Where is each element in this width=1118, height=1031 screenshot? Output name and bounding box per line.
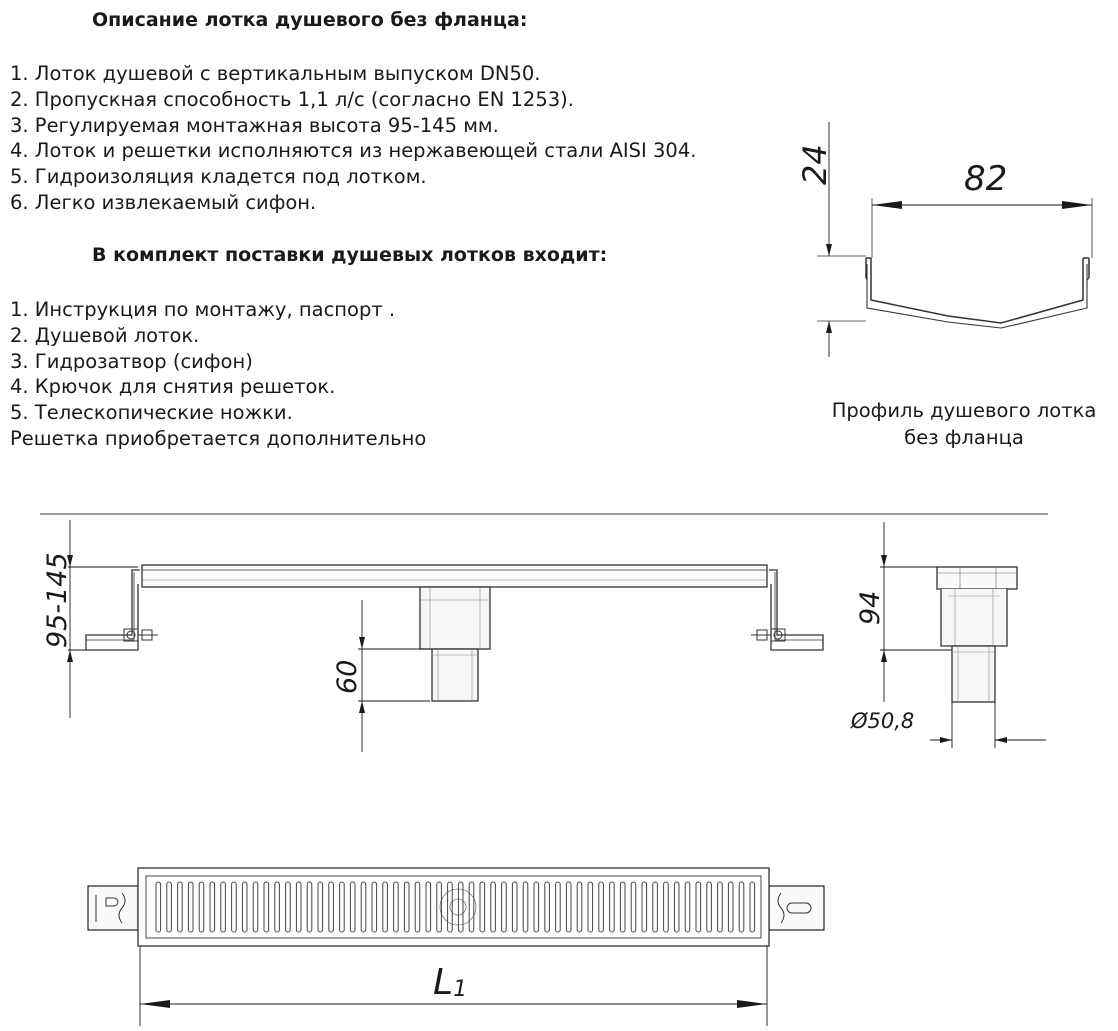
grate-slot	[501, 881, 507, 933]
top-length-label: L1	[433, 962, 467, 1003]
profile-view	[817, 198, 1093, 329]
grate-slot	[522, 881, 529, 933]
grate-slot	[425, 881, 432, 933]
grate-slot	[641, 881, 648, 933]
side-view	[85, 564, 824, 702]
grate-slot	[349, 881, 356, 933]
grate-slot	[673, 881, 680, 933]
list-item: 1. Инструкция по монтажу, паспорт .	[10, 298, 396, 321]
grate-slot	[371, 881, 378, 933]
grate-slot	[468, 881, 475, 933]
grate-slot	[695, 881, 702, 933]
grate-slot	[317, 881, 324, 933]
grate-slot	[727, 881, 734, 933]
grate-slot	[533, 881, 540, 933]
list-item: 3. Гидрозатвор (сифон)	[10, 349, 253, 373]
grate-slot	[619, 881, 626, 933]
side-dimension-outlet	[358, 600, 430, 752]
grate-slot	[414, 881, 421, 933]
grate-slot	[274, 881, 280, 933]
grate-slot	[663, 881, 669, 933]
grate-slot	[220, 881, 226, 933]
grate-slot	[587, 881, 594, 933]
grate-slot	[511, 881, 518, 933]
profile-height-label: 24	[796, 144, 834, 185]
end-dimension-height	[880, 522, 952, 702]
grate-slots	[155, 881, 756, 933]
profile-caption: Профиль душевого лотка без фланца	[814, 397, 1114, 451]
profile-width-label: 82	[964, 159, 1007, 199]
grate-slot	[187, 881, 194, 933]
grate-slot	[263, 881, 270, 933]
grate-slot	[565, 881, 572, 933]
list-item: 6. Легко извлекаемый сифон.	[10, 190, 317, 214]
top-length-label-main: L	[433, 962, 453, 1003]
grate-slot	[544, 881, 550, 933]
package-list: 1. Инструкция по монтажу, паспорт . 2. Д…	[10, 297, 426, 452]
description-list: 1. Лоток душевой с вертикальным выпуском…	[10, 61, 696, 216]
grate-slot	[609, 881, 615, 933]
profile-dimension-width: 82	[872, 159, 1092, 209]
grate-slot	[749, 881, 756, 933]
top-dimension-length	[139, 946, 768, 1026]
grate-slot	[738, 881, 745, 933]
grate-slot	[436, 881, 442, 933]
end-view	[936, 566, 1018, 703]
grate-slot	[339, 881, 345, 933]
profile-caption-line1: Профиль душевого лотка	[831, 399, 1097, 422]
grate-slot	[393, 881, 399, 933]
grate-slot	[403, 881, 410, 933]
grate-slot	[652, 881, 658, 933]
grate-slot	[717, 881, 723, 933]
profile-dimension-height: 24	[796, 122, 834, 357]
grate-slot	[328, 881, 334, 933]
list-item: 1. Лоток душевой с вертикальным выпуском…	[10, 62, 541, 85]
list-item: Решетка приобретается дополнительно	[10, 426, 427, 450]
list-item: 5. Телескопические ножки.	[10, 401, 293, 425]
grate-slot	[166, 881, 172, 933]
grate-slot	[576, 881, 583, 933]
grate-slot	[306, 881, 313, 933]
list-item: 3. Регулируемая монтажная высота 95-145 …	[10, 113, 499, 137]
grate-slot	[360, 881, 367, 933]
grate-slot	[295, 881, 302, 933]
grate-slot	[231, 881, 237, 933]
end-diameter-label: Ø50,8	[850, 709, 914, 733]
description-title: Описание лотка душевого без фланца:	[92, 9, 528, 31]
top-view	[87, 867, 825, 947]
grate-slot	[630, 881, 637, 933]
grate-slot	[285, 881, 291, 933]
list-item: 2. Душевой лоток.	[10, 323, 200, 347]
grate-slot	[382, 881, 388, 933]
profile-caption-line2: без фланца	[904, 426, 1024, 449]
grate-slot	[177, 881, 183, 933]
grate-slot	[209, 881, 216, 933]
list-item: 4. Крючок для снятия решеток.	[10, 375, 336, 399]
grate-slot	[684, 881, 691, 933]
grate-slot	[252, 881, 259, 933]
end-height-label: 94	[855, 591, 886, 625]
grate-slot	[479, 881, 486, 933]
grate-slot	[447, 881, 453, 933]
grate-slot	[706, 881, 712, 933]
grate-slot	[555, 881, 561, 933]
grate-slot	[198, 881, 205, 933]
side-outlet-label: 60	[332, 660, 363, 694]
end-dimension-diameter	[930, 702, 1046, 748]
list-item: 5. Гидроизоляция кладется под лотком.	[10, 165, 427, 189]
grate-slot	[457, 881, 464, 933]
grate-slot	[241, 881, 248, 933]
grate-slot	[598, 881, 604, 933]
list-item: 4. Лоток и решетки исполняются из нержав…	[10, 139, 697, 163]
grate-slot	[155, 881, 162, 933]
top-length-label-sub: 1	[453, 977, 467, 1002]
side-dimension-height	[67, 520, 138, 718]
grate-slot	[490, 881, 496, 933]
list-item: 2. Пропускная способность 1,1 л/с (согла…	[10, 87, 574, 111]
package-title: В комплект поставки душевых лотков входи…	[92, 244, 608, 266]
side-height-label: 95-145	[42, 552, 73, 648]
